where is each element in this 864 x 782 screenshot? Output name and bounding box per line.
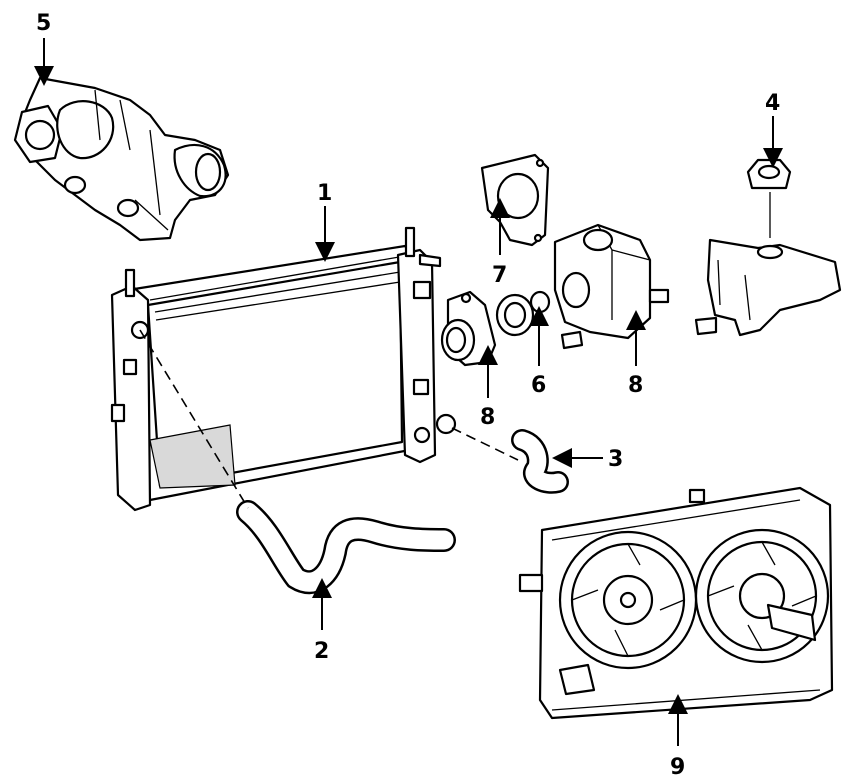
- coolant-reservoir: [694, 238, 842, 337]
- callout-4: 4: [765, 91, 780, 116]
- upper-radiator-hose: [451, 427, 569, 494]
- callout-5: 5: [36, 11, 51, 36]
- lower-radiator-hose: [139, 329, 456, 595]
- thermostat: [495, 290, 551, 337]
- callout-6: 6: [531, 373, 546, 398]
- thermostat-gasket: [480, 153, 550, 247]
- callout-8b: 8: [628, 373, 643, 398]
- thermostat-housing-left: [440, 290, 497, 367]
- callout-3: 3: [608, 447, 623, 472]
- callout-2: 2: [314, 639, 329, 664]
- callout-7: 7: [492, 263, 507, 288]
- radiator: [110, 226, 457, 512]
- callout-labels: 5 1 2 3 4 6 7 8 8 9: [36, 11, 780, 780]
- water-pump-housing: [13, 76, 230, 242]
- reservoir-cap: [746, 158, 792, 190]
- callout-1: 1: [317, 181, 332, 206]
- callout-9: 9: [670, 755, 685, 780]
- fan-shroud-assembly: [518, 486, 834, 720]
- leader-lines: [34, 38, 783, 746]
- callout-8a: 8: [480, 405, 495, 430]
- thermostat-housing-right: [553, 223, 670, 350]
